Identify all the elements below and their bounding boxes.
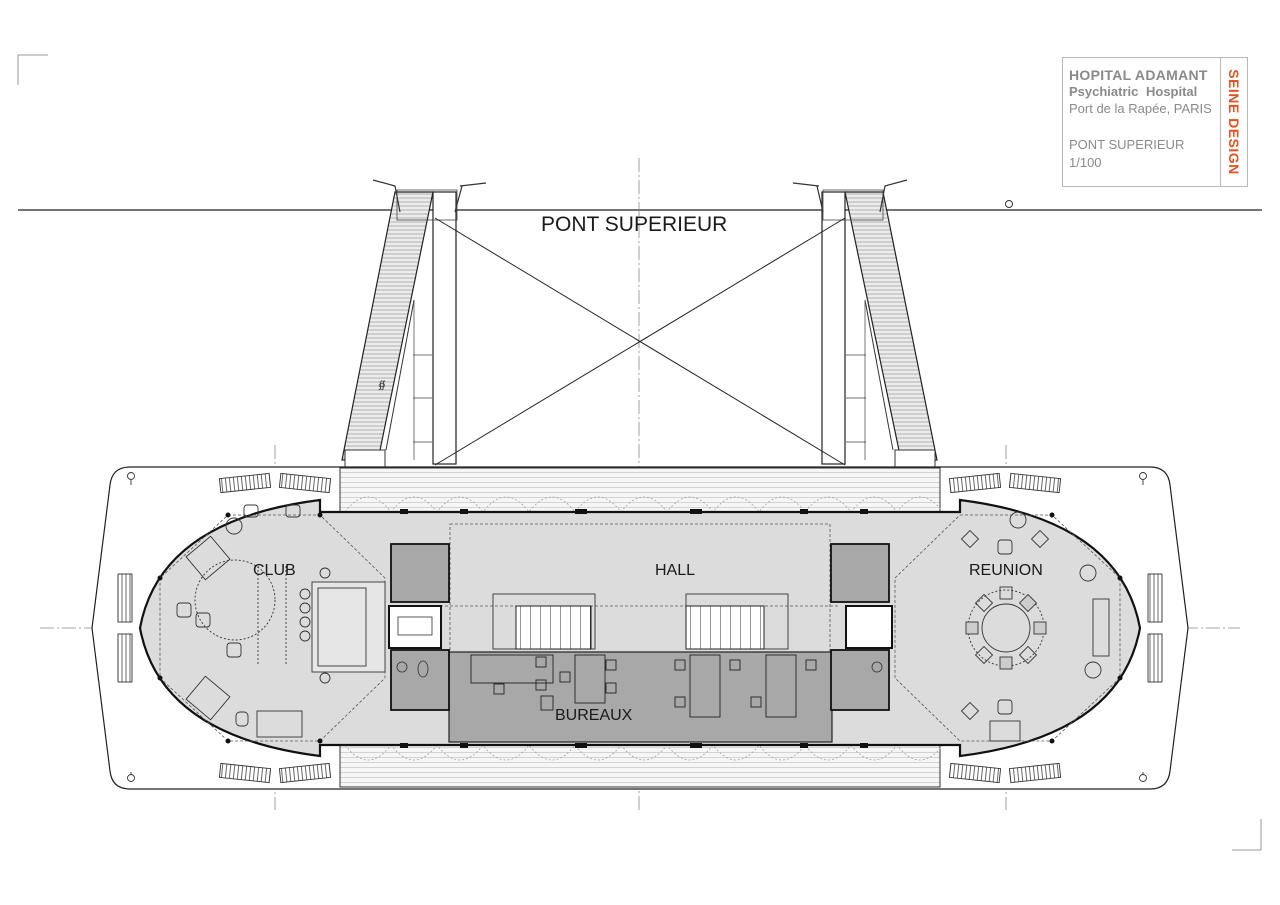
project-type: Psychiatric Hospital <box>1069 84 1198 99</box>
upper-deck-walkway <box>339 467 941 513</box>
deck-title: PONT SUPERIEUR <box>541 213 728 236</box>
reunion-furniture <box>960 511 1110 742</box>
window-benches <box>117 472 1163 784</box>
room-label-reunion: REUNION <box>969 562 1043 579</box>
club-furniture <box>176 504 386 738</box>
cross-cables <box>434 217 846 466</box>
gangway-left: ∯ <box>341 179 487 469</box>
gangway-right <box>792 179 938 469</box>
title-block: HOPITAL ADAMANT Psychiatric Hospital Por… <box>1062 57 1248 187</box>
project-location: Port de la Rapée, PARIS <box>1069 101 1212 116</box>
core-left <box>388 543 450 711</box>
cabin-wall-marks <box>157 509 1123 748</box>
bollard-mark <box>1005 200 1013 208</box>
sheet-scale: 1/100 <box>1069 155 1102 170</box>
club-octagon <box>159 514 386 742</box>
bureaux-furniture <box>470 654 817 718</box>
room-label-club: CLUB <box>253 562 296 579</box>
stair-right <box>685 593 789 650</box>
cabin-floor <box>138 498 1142 758</box>
sheet-name: PONT SUPERIEUR <box>1069 137 1185 152</box>
corner-mark-bottom-right <box>1232 819 1262 851</box>
core-right <box>830 543 893 711</box>
project-name: HOPITAL ADAMANT <box>1069 67 1208 83</box>
svg-text:∯: ∯ <box>378 380 386 391</box>
firm-logo: SEINE DESIGN <box>1221 58 1247 186</box>
room-label-bureaux: BUREAUX <box>555 707 633 724</box>
stair-left <box>492 593 596 650</box>
bureaux-zone <box>448 651 833 743</box>
room-label-hall: HALL <box>655 562 696 579</box>
title-block-info: HOPITAL ADAMANT Psychiatric Hospital Por… <box>1063 58 1221 186</box>
deck-arc-pattern <box>344 496 944 761</box>
corner-mark-top-left <box>17 54 48 85</box>
lower-deck-walkway <box>339 742 941 788</box>
hull-bollards <box>127 472 1147 782</box>
firm-name: SEINE DESIGN <box>1226 69 1242 175</box>
